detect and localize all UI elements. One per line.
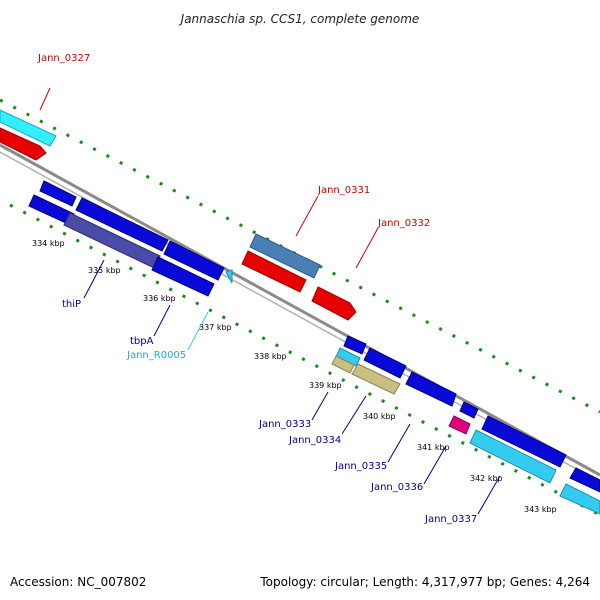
gene-label-jann-0335[interactable]: Jann_0335	[334, 461, 387, 472]
gene-jann-0335-feature[interactable]	[405, 371, 457, 407]
kbp-label-337: 337 kbp	[199, 323, 232, 332]
gene-jann-0331-red[interactable]	[241, 250, 307, 293]
gene-jann-0334-blue[interactable]	[363, 347, 407, 379]
gene-right-edge-cyan[interactable]	[559, 483, 600, 515]
kbp-label-343: 343 kbp	[524, 505, 557, 514]
accession-text: Accession: NC_007802	[10, 575, 146, 589]
leader-lines	[39, 87, 501, 515]
kbp-label-338: 338 kbp	[254, 352, 287, 361]
gene-jann-0332-feature[interactable]	[311, 286, 357, 321]
kbp-label-334: 334 kbp	[32, 239, 65, 248]
gene-label-jann-0334[interactable]: Jann_0334	[288, 435, 341, 446]
gene-red-upper-left[interactable]	[0, 127, 47, 161]
topology-text: Topology: circular; Length: 4,317,977 bp…	[259, 575, 590, 589]
gene-label-jann-0327[interactable]: Jann_0327	[37, 53, 90, 64]
kbp-label-340: 340 kbp	[363, 412, 396, 421]
kbp-label-341: 341 kbp	[417, 443, 450, 452]
kbp-label-336: 336 kbp	[143, 294, 176, 303]
gene-label-tbpA[interactable]: tbpA	[130, 336, 154, 347]
gene-tbpA-feature[interactable]	[63, 197, 169, 269]
gene-jann-0327-feature[interactable]	[0, 109, 57, 147]
gene-jann-0331-feature[interactable]	[249, 233, 321, 279]
gene-jann-0336-feature[interactable]	[448, 401, 479, 435]
gene-label-jann-0336[interactable]: Jann_0336	[370, 482, 423, 493]
gene-right-edge-blue[interactable]	[569, 467, 600, 493]
gene-tbpA-extension[interactable]	[151, 240, 225, 297]
gene-jann-0333-feature[interactable]	[335, 335, 367, 367]
kbp-label-335: 335 kbp	[88, 266, 121, 275]
tick-track-inner	[9, 203, 600, 517]
gene-label-jann-0332[interactable]: Jann_0332	[377, 218, 430, 229]
gene-label-jann-r0005[interactable]: Jann_R0005	[126, 350, 186, 361]
kbp-label-339: 339 kbp	[309, 381, 342, 390]
gene-label-thiP[interactable]: thiP	[62, 299, 81, 310]
gene-label-jann-0331[interactable]: Jann_0331	[317, 185, 370, 196]
gene-jann-r0005-feature[interactable]	[225, 269, 233, 284]
kbp-label-342: 342 kbp	[470, 474, 503, 483]
gene-jann-0337-feature[interactable]	[469, 415, 567, 484]
gene-jann-0334-feature[interactable]	[331, 355, 401, 395]
page-title: Jannaschia sp. CCS1, complete genome	[179, 12, 420, 26]
gene-label-jann-0333[interactable]: Jann_0333	[258, 419, 311, 430]
gene-label-jann-0337[interactable]: Jann_0337	[424, 514, 477, 525]
